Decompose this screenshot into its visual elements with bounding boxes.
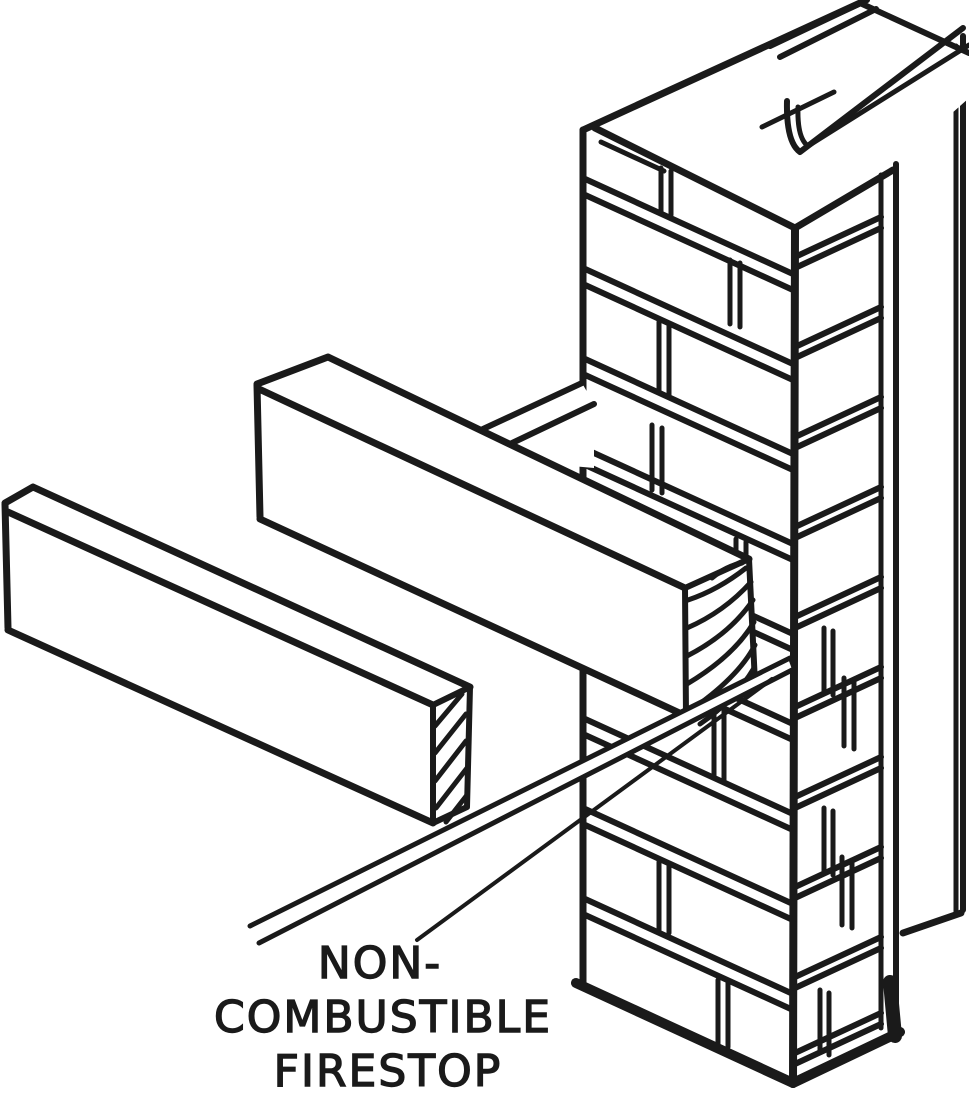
firestop-sheet-end-cap [788,656,796,671]
wall-panel [893,33,966,937]
joist-front-edges [1,483,474,827]
wall-junction-base-shadow [883,975,902,1043]
wall-top-ribbon-outer [783,25,966,155]
chimney-top-backright-edge [857,0,969,56]
firestop-sheet-edges [247,655,797,946]
chimney-top-front-edge [591,124,799,232]
label-line-2: COMBUSTIBLE [214,992,552,1043]
joist-front-end-face [430,684,473,826]
joist-front-body [5,487,470,823]
joist-rear-end-grain [684,560,758,727]
chimney-body [583,3,969,1083]
joist-front-end-hatch [432,691,470,825]
label-line-1: NON- [318,938,442,989]
wall-top-ribbon-inner [795,42,969,149]
leader-line [415,677,774,942]
firestop-sheet [247,655,797,946]
joist-rear [253,353,758,727]
wall-bottom-edge [899,909,965,937]
right-face-course-lines [792,214,884,1067]
header-top-front-edge [507,401,597,447]
firestop-sheet-body [250,658,795,945]
chimney-bottom-right-edge [788,1027,905,1088]
chimney-right-top-edge [791,166,897,232]
top-back-ribbon-joint [767,0,879,60]
brick-chimney [571,0,969,1088]
right-face-brick-joints [817,625,836,1058]
joist-front [1,483,474,827]
header-top-back-edge [480,380,585,432]
top-brick-inner-line [598,139,667,174]
annotation-label: NON- COMBUSTIBLE FIRESTOP [213,937,552,1094]
label-line-3: FIRESTOP [274,1046,503,1094]
joist-rear-edges [253,353,753,720]
chimney-front-corner-edge [789,224,799,1087]
wall-face [893,36,963,933]
chimney-bottom-left-edge [571,978,798,1088]
